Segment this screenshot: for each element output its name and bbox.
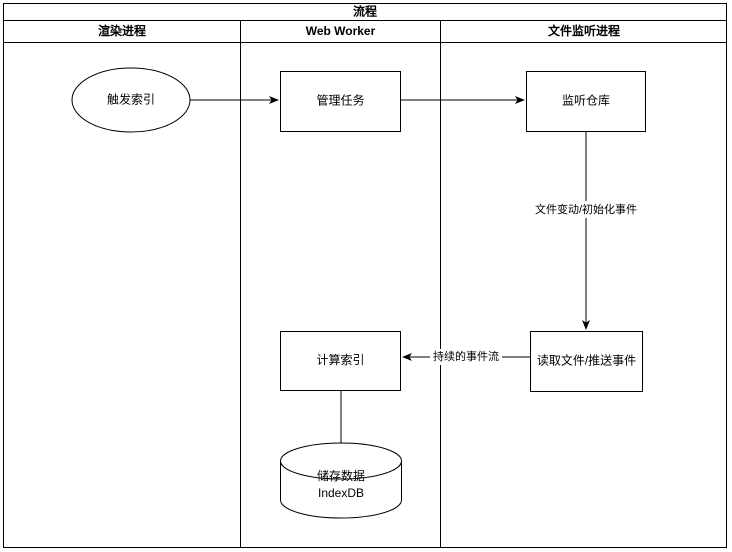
edge-label-watch-to-read: 文件变动/初始化事件 [535,202,637,216]
node-manage-task-label: 管理任务 [316,93,364,108]
node-trigger-index[interactable]: 触发索引 [71,67,191,133]
edge-label-read-to-compute: 持续的事件流 [433,349,499,363]
node-manage-task[interactable]: 管理任务 [280,71,401,132]
node-read-push-shape[interactable] [530,331,643,392]
lane-header-file-watcher: 文件监听进程 [548,23,620,38]
node-store-data-label-line2: IndexDB [318,486,364,500]
node-watch-repo-shape[interactable] [526,71,646,132]
node-watch-repo[interactable]: 监听仓库 [526,71,646,132]
node-trigger-index-label: 触发索引 [107,92,155,107]
pool-outer-border [3,3,727,548]
edge-label-group: 文件变动/初始化事件 持续的事件流 [430,201,649,365]
node-store-data-label-line1: 储存数据 [317,468,365,483]
node-compute-index-shape[interactable] [280,331,401,391]
node-trigger-index-shape[interactable] [71,67,191,133]
diagram-title: 流程 [353,4,377,19]
lane-header-render-process: 渲染进程 [98,23,146,38]
edge-group [190,96,590,453]
node-store-data-top-ellipse [280,460,402,480]
node-read-push[interactable]: 读取文件/推送事件 [530,331,643,392]
node-compute-index-label: 计算索引 [316,352,364,367]
swimlane-pool [3,3,727,548]
edge-label-watch-to-read-backing [523,201,649,218]
node-compute-index[interactable]: 计算索引 [280,331,401,391]
edge-label-read-to-compute-backing [430,349,502,365]
lane-header-web-worker: Web Worker [306,24,376,38]
node-store-data[interactable]: 储存数据 IndexDB [280,442,402,519]
node-manage-task-shape[interactable] [280,71,401,132]
node-read-push-label: 读取文件/推送事件 [537,353,636,368]
node-watch-repo-label: 监听仓库 [562,93,610,108]
